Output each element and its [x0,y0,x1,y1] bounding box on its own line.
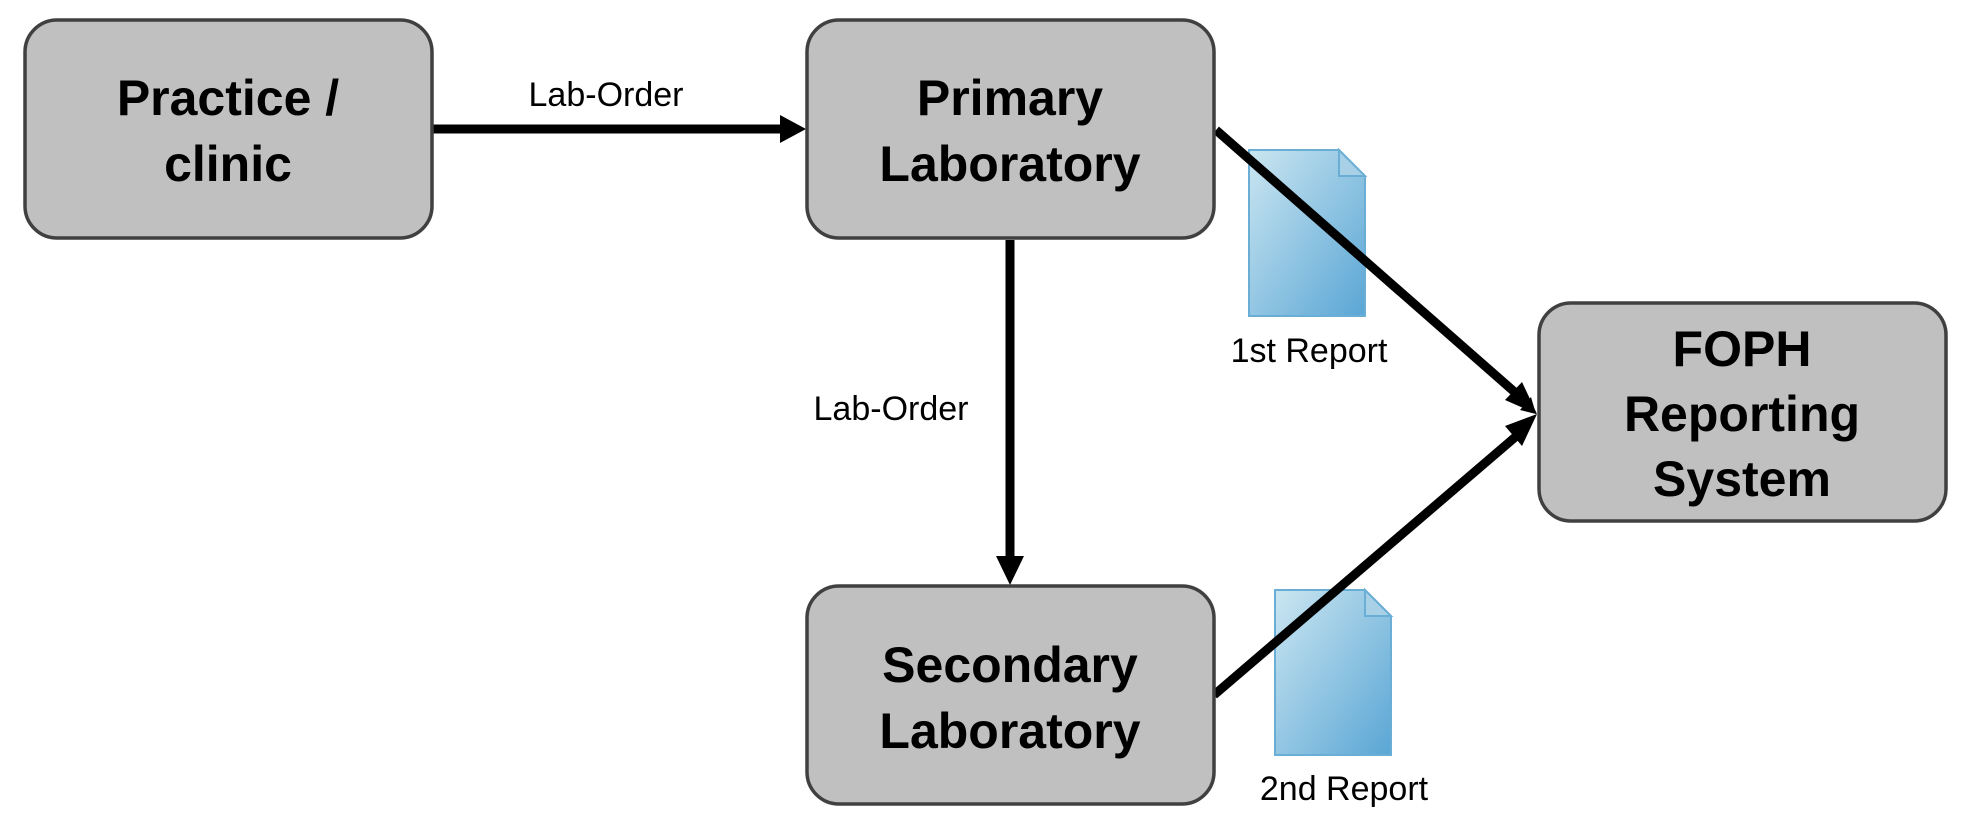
document-icon-first-report [1248,147,1368,317]
arrowhead-icon [1505,414,1537,446]
edge-primary-to-foph [1213,126,1537,414]
arrowhead-icon [780,115,806,143]
document-label-first-report: 1st Report [1231,332,1388,370]
node-secondary-label-line1: Secondary [882,637,1138,693]
arrowhead-icon [996,556,1024,585]
node-primary-laboratory: Primary Laboratory [805,18,1216,240]
edge-label-lab-order-2: Lab-Order [814,390,969,428]
node-foph-label-line2: Reporting [1624,386,1860,442]
node-secondary-label-line2: Laboratory [879,703,1140,759]
node-foph-label-line3: System [1653,451,1831,507]
edge-label-lab-order-1: Lab-Order [529,76,684,114]
node-foph-reporting-system: FOPH Reporting System [1537,301,1948,523]
edge-practice-to-primary [432,115,806,143]
document-icon-second-report [1274,587,1394,756]
edge-primary-to-secondary [996,240,1024,585]
document-label-second-report: 2nd Report [1260,770,1429,808]
node-secondary-laboratory: Secondary Laboratory [805,584,1216,806]
arrowhead-icon [1505,382,1537,414]
edge-secondary-to-foph [1211,414,1537,699]
node-practice-label-line1: Practice / [117,70,339,126]
node-foph-label-line1: FOPH [1673,321,1812,377]
node-primary-label-line1: Primary [917,70,1103,126]
node-practice-clinic: Practice / clinic [23,18,434,240]
node-primary-label-line2: Laboratory [879,136,1140,192]
node-practice-label-line2: clinic [164,136,292,192]
